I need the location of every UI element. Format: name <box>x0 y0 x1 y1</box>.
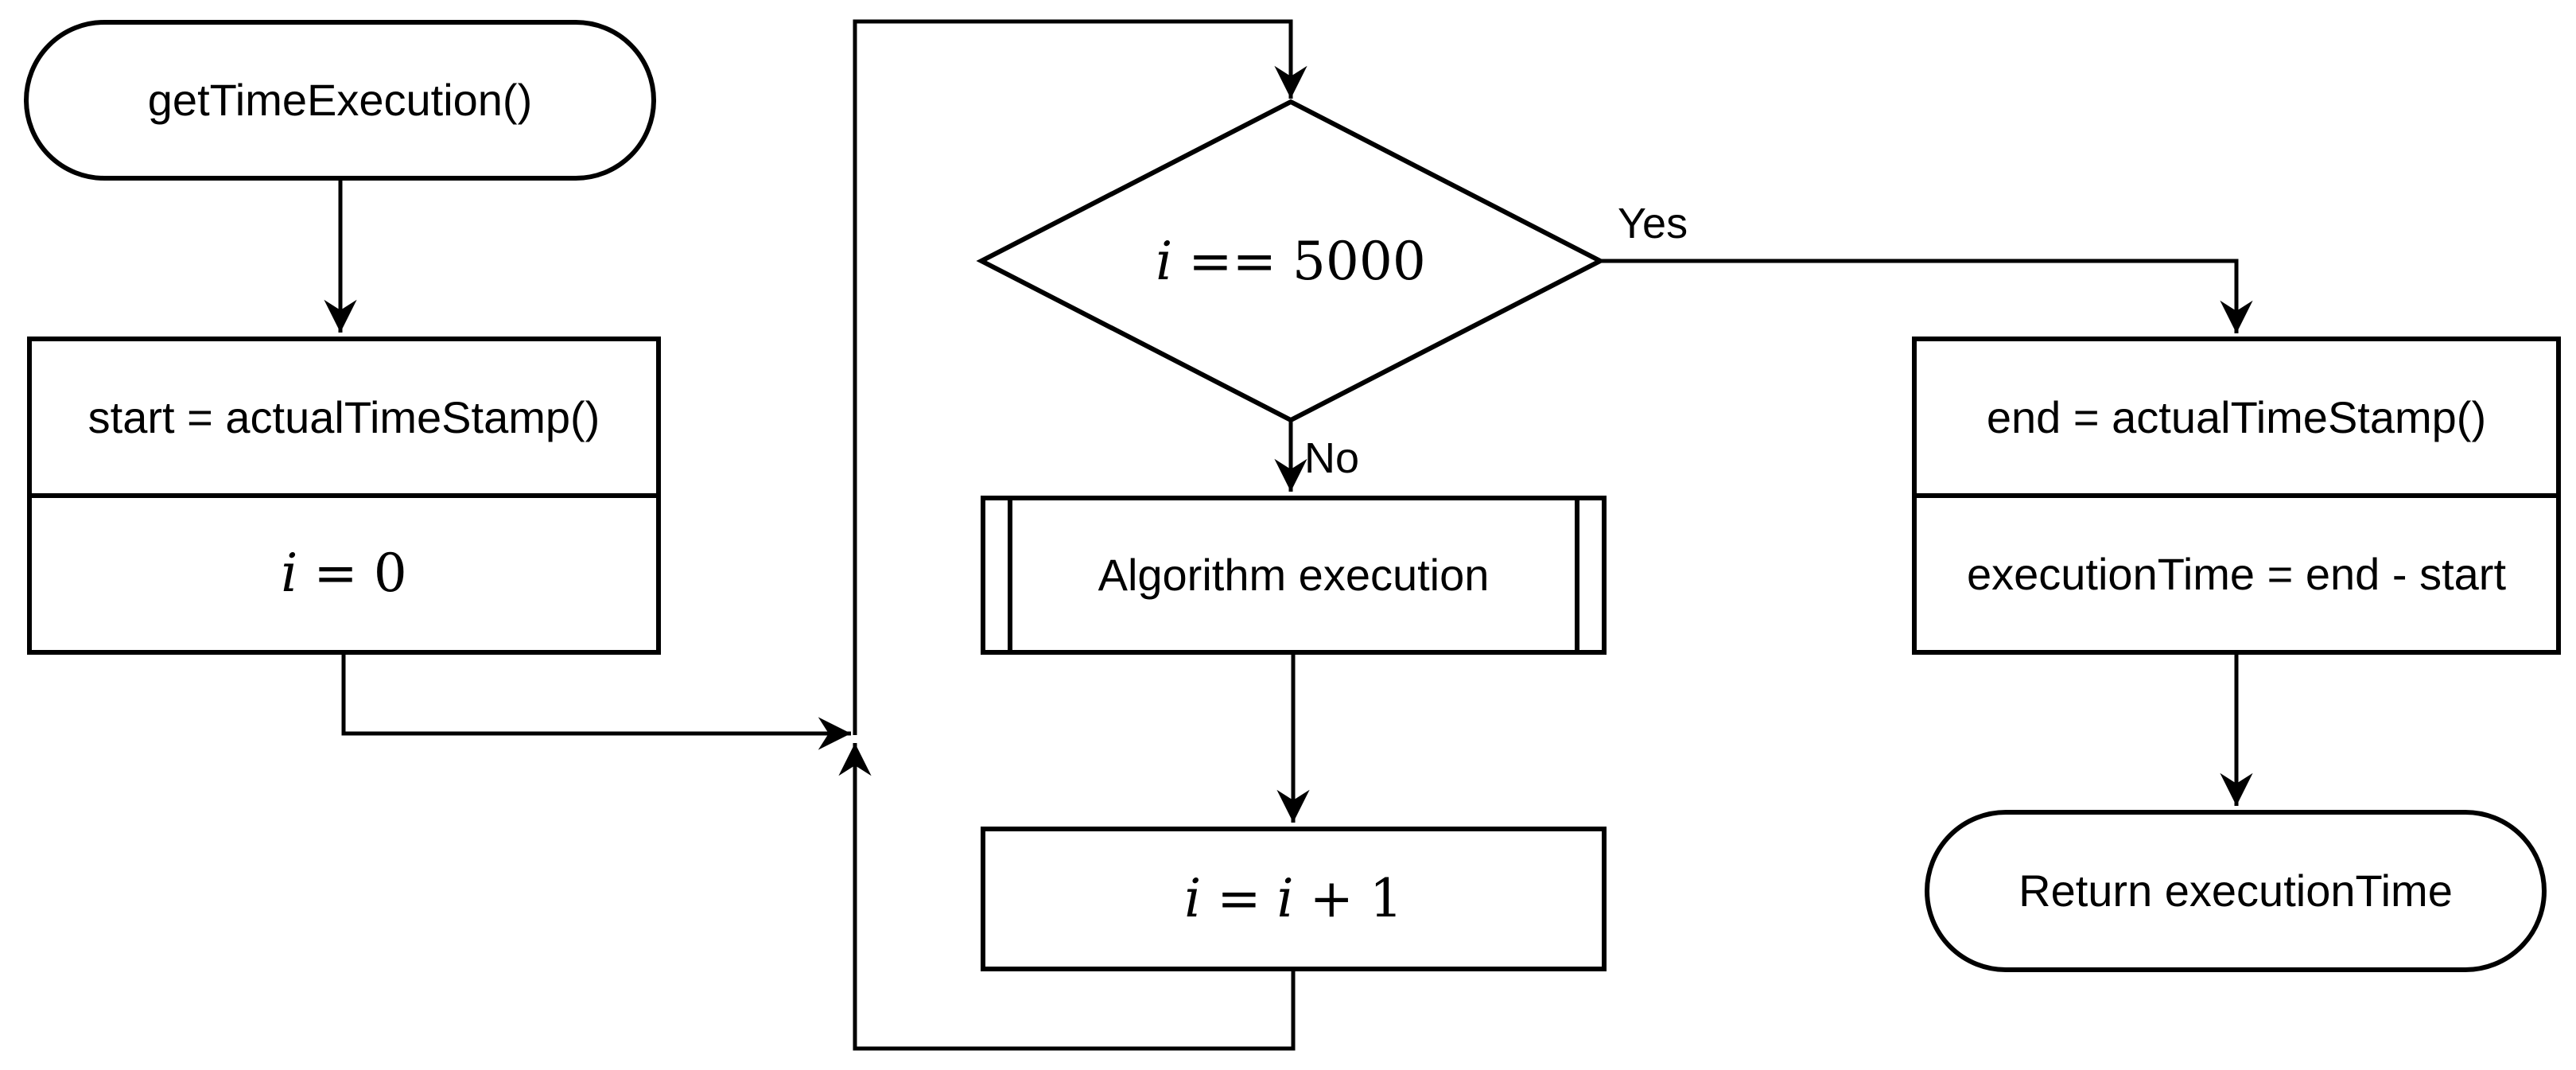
finalize-statement1-cell: end = actualTimeStamp() <box>1917 341 2556 493</box>
increment-assign-operator: = <box>1217 867 1261 929</box>
init-assign-value: 0 <box>373 543 407 605</box>
algorithm-predefined-process-node: Algorithm execution <box>981 496 1607 655</box>
increment-lhs-variable: i <box>1184 867 1202 929</box>
finalize-statement1-label: end = actualTimeStamp() <box>1986 391 2487 442</box>
finalize-statement2-cell: executionTime = end - start <box>1917 493 2556 650</box>
decision-variable: i <box>1156 230 1173 292</box>
return-terminal-label: Return executionTime <box>2018 866 2453 916</box>
finalize-process-node: end = actualTimeStamp() executionTime = … <box>1912 337 2561 655</box>
yes-branch-label: Yes <box>1618 200 1688 247</box>
increment-process-node: i = i + 1 <box>981 827 1607 971</box>
edge-junction-to-decision <box>853 19 1307 735</box>
init-statement-cell: start = actualTimeStamp() <box>32 341 656 493</box>
decision-node-label: i == 5000 <box>981 102 1600 420</box>
start-terminal-label: getTimeExecution() <box>147 75 533 126</box>
edge-increment-loopback <box>838 743 1296 1051</box>
edge-decision-yes-to-finalize <box>1600 259 2253 333</box>
init-assign-operator: = <box>313 543 358 605</box>
init-assign-cell: i = 0 <box>32 493 656 650</box>
decision-diamond-shape <box>976 99 1606 423</box>
decision-value: 5000 <box>1292 230 1426 292</box>
decision-operator: == <box>1188 230 1276 292</box>
increment-constant: 1 <box>1369 867 1403 929</box>
algorithm-label: Algorithm execution <box>1098 550 1490 601</box>
return-terminal-node: Return executionTime <box>1925 810 2547 972</box>
init-statement-label: start = actualTimeStamp() <box>87 391 600 442</box>
init-assign-variable: i <box>281 543 298 605</box>
edge-init-to-loop-junction <box>341 655 851 750</box>
predefined-process-right-strut <box>1575 500 1579 650</box>
increment-plus-operator: + <box>1309 867 1354 929</box>
init-process-node: start = actualTimeStamp() i = 0 <box>27 337 661 655</box>
start-terminal-node: getTimeExecution() <box>24 20 656 181</box>
finalize-statement2-label: executionTime = end - start <box>1966 548 2506 599</box>
increment-rhs-variable: i <box>1276 867 1294 929</box>
no-branch-label: No <box>1304 434 1360 482</box>
predefined-process-left-strut <box>1008 500 1012 650</box>
